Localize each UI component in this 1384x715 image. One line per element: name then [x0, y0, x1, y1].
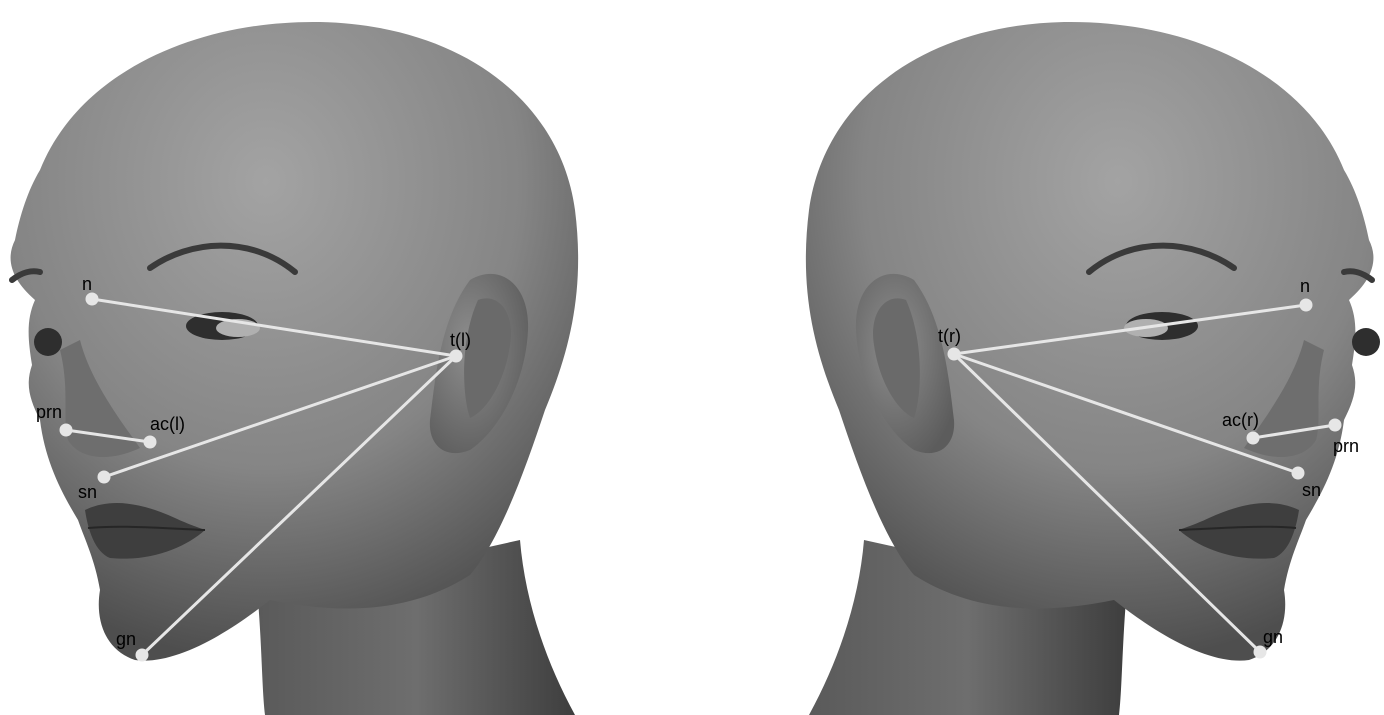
right-eye-far	[1352, 328, 1380, 356]
left-point-prn	[61, 425, 71, 435]
left-label-n: n	[82, 274, 92, 294]
right-head	[806, 22, 1380, 715]
right-point-n	[1301, 300, 1311, 310]
right-point-t	[949, 349, 959, 359]
left-point-t	[451, 351, 461, 361]
left-label-ac: ac(l)	[150, 414, 185, 434]
right-label-t: t(r)	[938, 326, 961, 346]
right-label-gn: gn	[1263, 627, 1283, 647]
right-point-prn	[1330, 420, 1340, 430]
right-label-n: n	[1300, 276, 1310, 296]
right-point-sn	[1293, 468, 1303, 478]
left-head	[11, 22, 579, 715]
right-point-ac	[1248, 433, 1258, 443]
left-label-prn: prn	[36, 402, 62, 422]
left-label-t: t(l)	[450, 330, 471, 350]
left-point-gn	[137, 650, 147, 660]
left-point-sn	[99, 472, 109, 482]
left-label-gn: gn	[116, 629, 136, 649]
left-label-sn: sn	[78, 482, 97, 502]
left-eye-far	[34, 328, 62, 356]
left-point-n	[87, 294, 97, 304]
right-point-gn	[1255, 647, 1265, 657]
left-point-ac	[145, 437, 155, 447]
right-label-prn: prn	[1333, 436, 1359, 456]
right-label-sn: sn	[1302, 480, 1321, 500]
right-label-ac: ac(r)	[1222, 410, 1259, 430]
